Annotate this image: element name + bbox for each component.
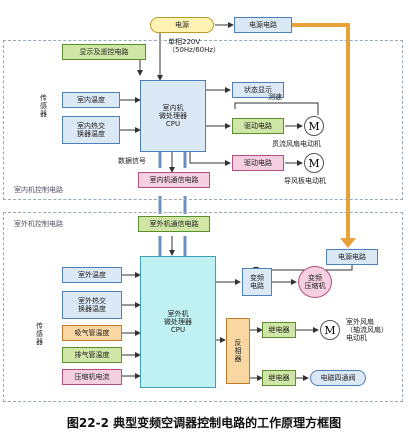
outdoor-power-circuit: 电源电路	[326, 249, 378, 265]
outdoor-temp: 室外温度	[62, 267, 122, 283]
compressor-current: 压缩机电流	[62, 369, 122, 385]
drive-circuit-1: 驱动电路	[232, 118, 284, 134]
power-circuit: 电源电路	[234, 17, 292, 33]
data-signal-label: 数据信号	[118, 157, 146, 165]
status-display: 状态显示	[232, 82, 284, 98]
indoor-comm-circuit: 室内机通信电路	[138, 172, 210, 188]
indoor-sensor-label: 传 感 器	[40, 94, 47, 118]
cross-flow-fan-motor-label: 贯流风扇电动机	[272, 140, 321, 148]
louver-motor-symbol: M	[304, 153, 324, 173]
inverter-circuit: 变频 电路	[242, 268, 272, 296]
indoor-region-label: 室内机控制电路	[14, 186, 63, 194]
outdoor-comm-circuit: 室外机通信电路	[138, 216, 210, 232]
outdoor-coil-temp: 室外热交 换器温度	[62, 291, 122, 319]
relay-1: 继电器	[262, 322, 296, 338]
fan-motor-symbol: M	[304, 116, 324, 136]
relay-2: 继电器	[262, 370, 296, 386]
phase-inverter: 反 相 器	[226, 318, 250, 384]
indoor-region	[3, 40, 403, 200]
drive-circuit-2: 驱动电路	[232, 155, 284, 171]
indoor-cpu: 室内机 微处理器 CPU	[140, 80, 206, 152]
exhaust-pipe-temp: 排气管温度	[62, 347, 122, 363]
figure-caption: 图22-2 典型变频空调器控制电路的工作原理方框图	[66, 416, 342, 430]
indoor-coil-temp: 室内热交 换器温度	[62, 116, 120, 144]
speed-measure-label: 测速	[268, 93, 282, 101]
indoor-room-temp: 室内温度	[62, 92, 120, 108]
four-way-valve: 电磁四通阀	[310, 370, 366, 386]
outdoor-fan-motor-label: 室外风扇 （轴流风扇） 电动机	[346, 318, 388, 342]
inverter-compressor: 变频 压缩机	[298, 266, 332, 298]
outdoor-region-label: 室外机控制电路	[14, 220, 63, 228]
outdoor-sensor-label: 传 感 器	[36, 322, 43, 346]
louver-motor-label: 导风板电动机	[284, 177, 326, 185]
suction-pipe-temp: 吸气管温度	[62, 325, 122, 341]
power-spec: 单相220V （50Hz/60Hz）	[168, 38, 221, 54]
power-source: 电源	[150, 17, 214, 33]
outdoor-fan-motor-symbol: M	[320, 320, 340, 340]
outdoor-region	[3, 212, 403, 402]
outdoor-cpu: 室外机 微处理器 CPU	[140, 256, 216, 388]
display-remote-circuit: 显示及遥控电路	[62, 44, 146, 60]
